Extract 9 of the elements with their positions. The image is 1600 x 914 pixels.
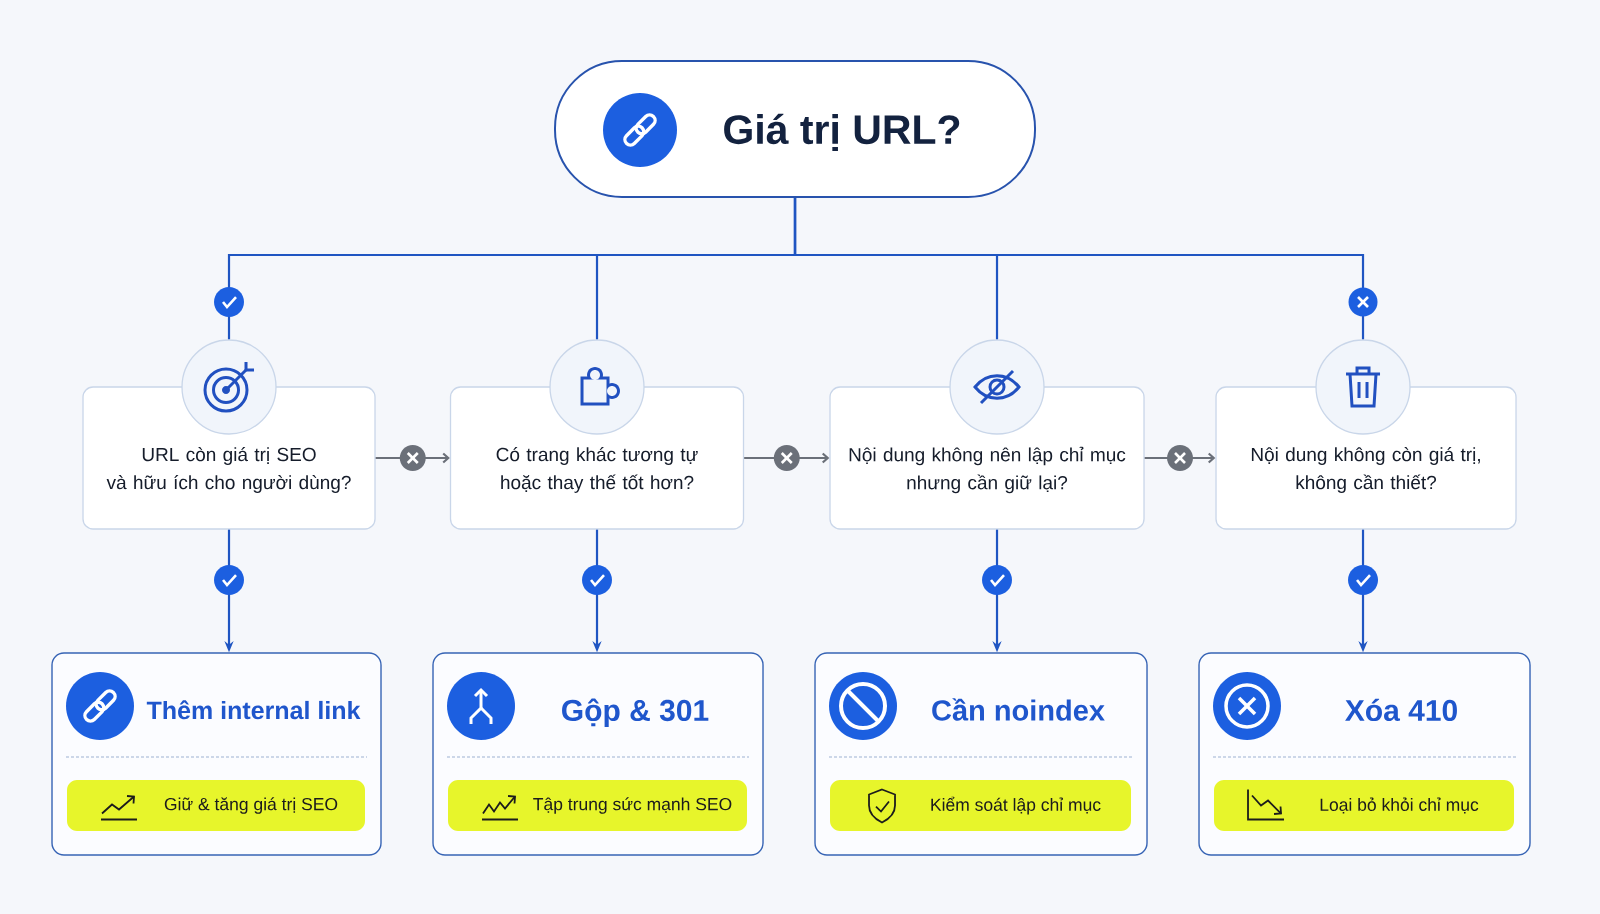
highlight-bar: Tập trung sức mạnh SEO	[448, 780, 747, 831]
highlight-bar: Kiểm soát lập chỉ mục	[830, 780, 1131, 831]
highlight-bar: Giữ & tăng giá trị SEO	[67, 780, 365, 831]
question-box: Có trang khác tương tự hoặc thay thế tốt hơn?	[449, 386, 745, 530]
question-box: URL còn giá trị SEO và hữu ích cho người dùng?	[82, 386, 376, 530]
highlight-bar: Loại bỏ khỏi chỉ mục	[1214, 780, 1514, 831]
question-box: Nội dung không còn giá trị, không cần thiết?	[1215, 386, 1517, 530]
connector-line	[793, 198, 1365, 340]
question-box: Nội dung không nên lập chỉ mục nhưng cần giữ lại?	[829, 386, 1145, 530]
